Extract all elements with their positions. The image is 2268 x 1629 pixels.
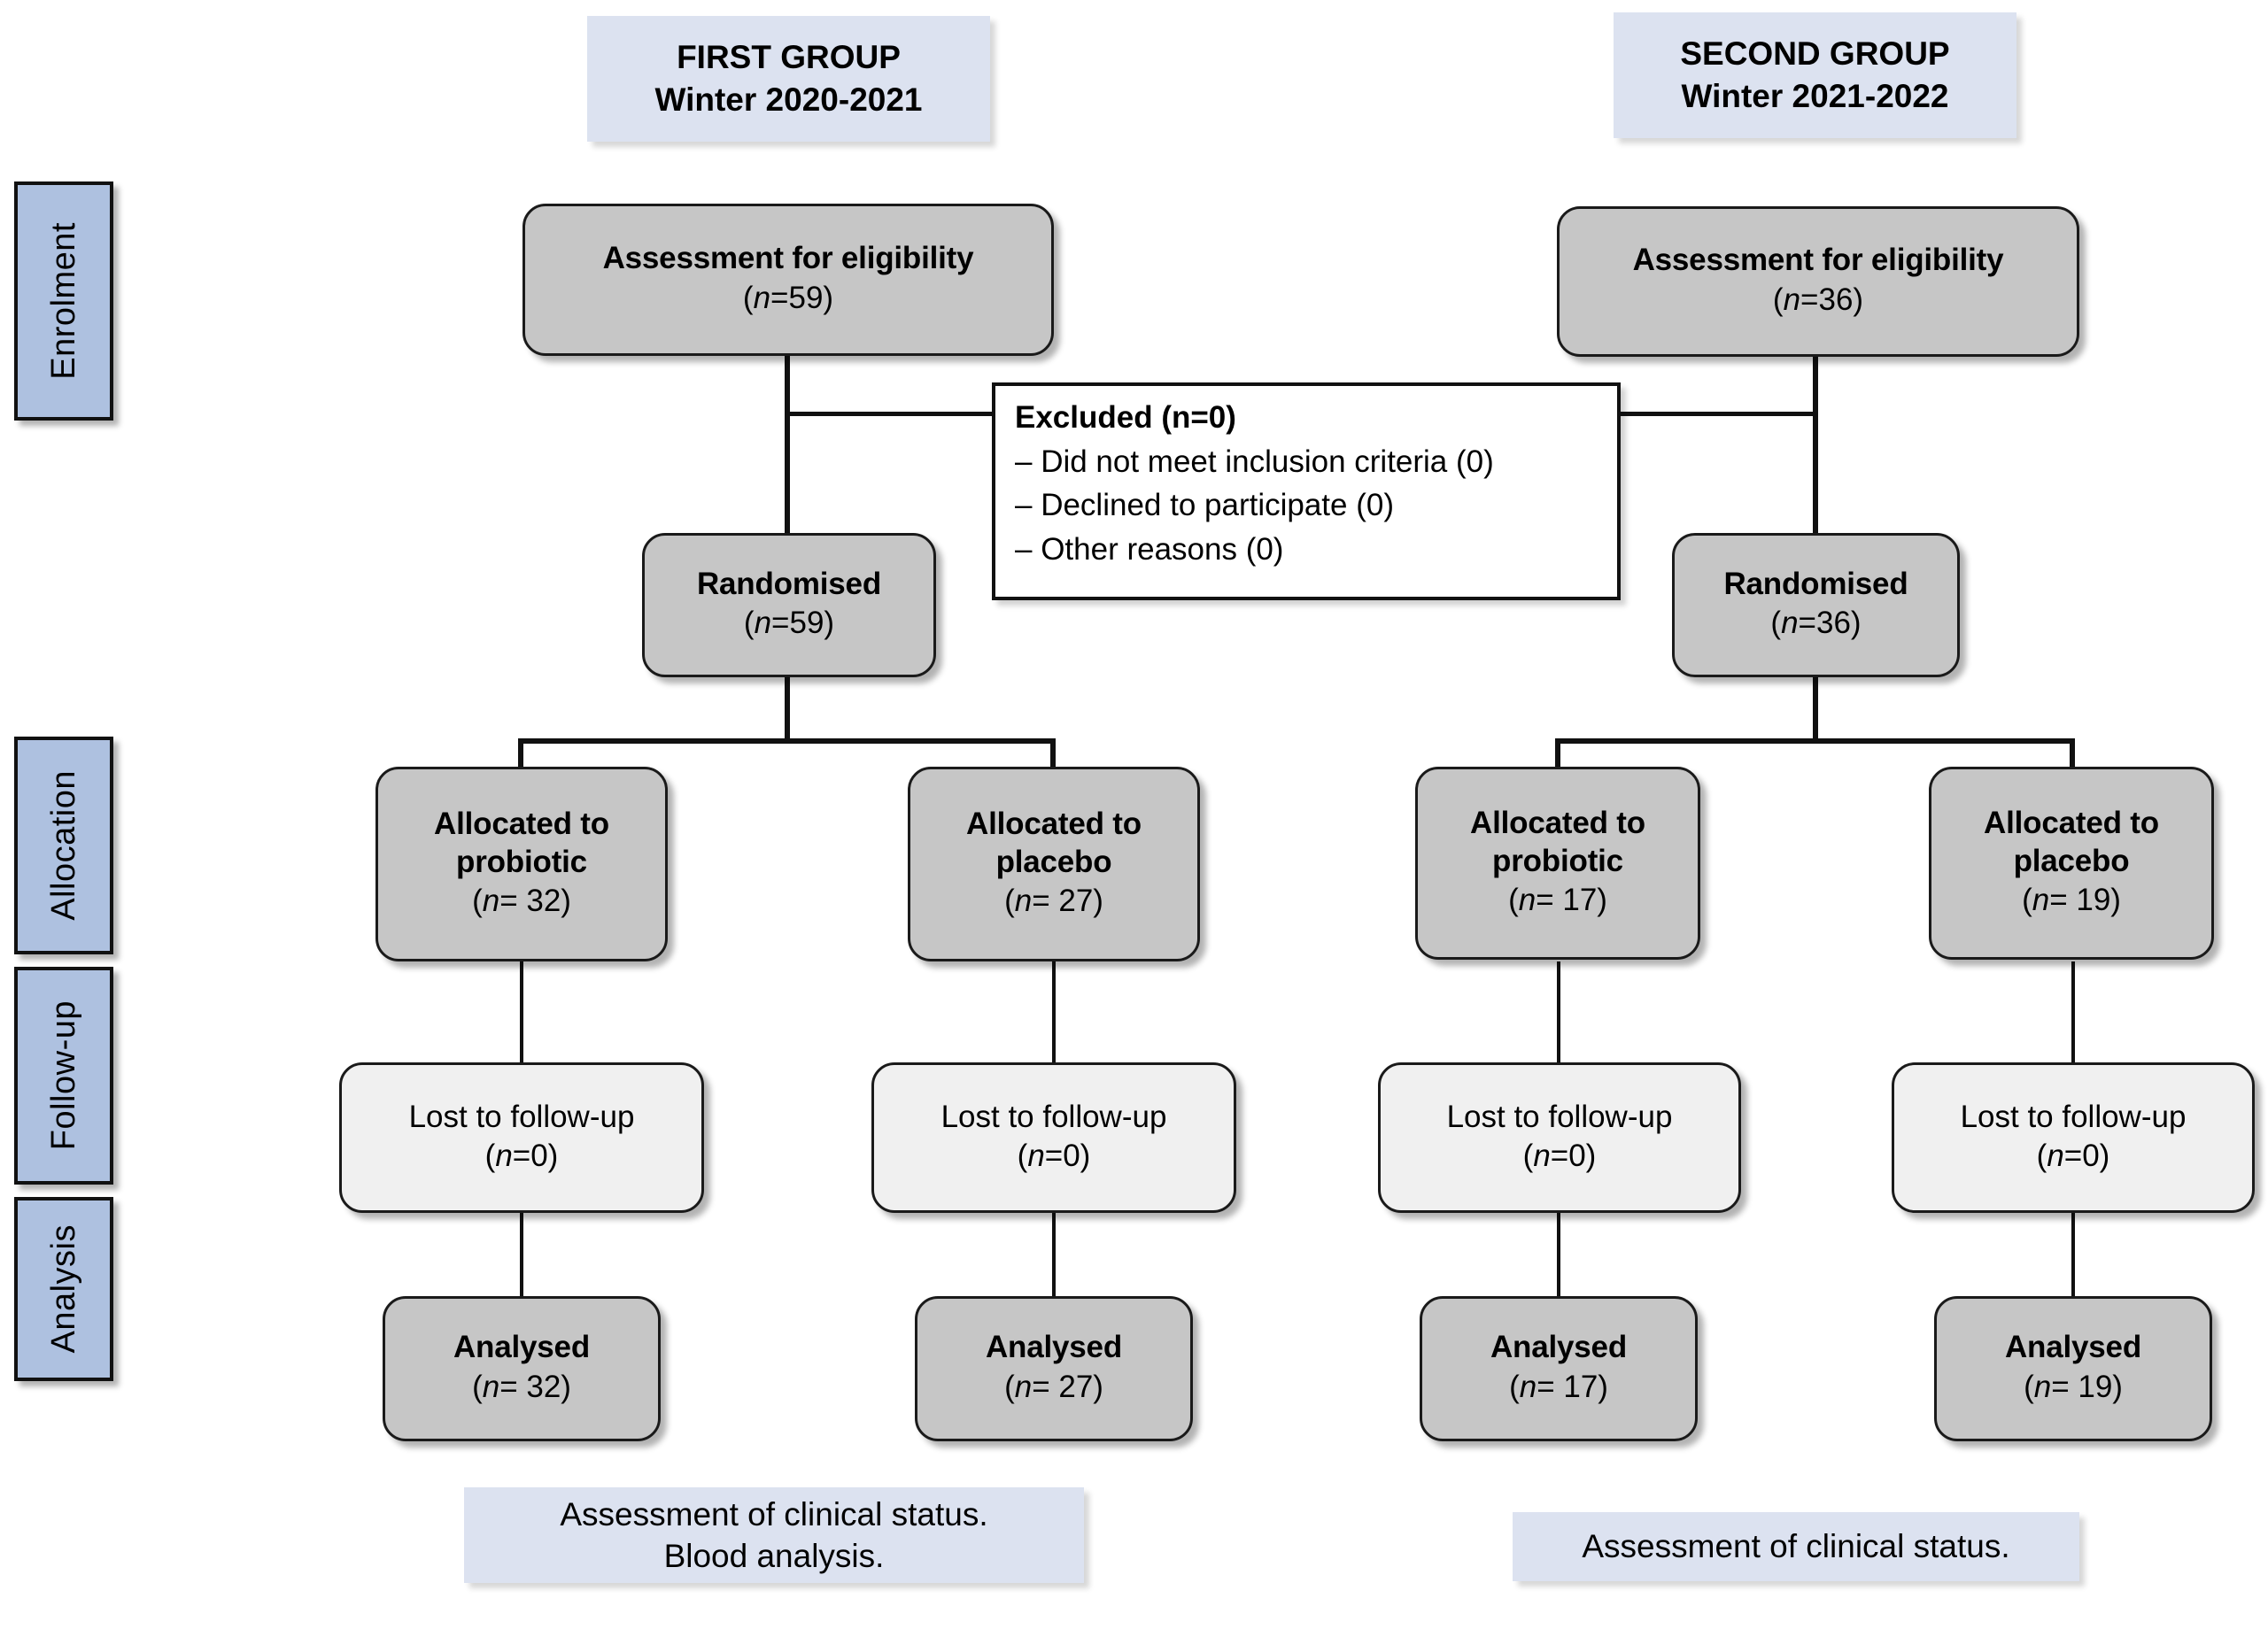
right-arm2-analysed-box: Analysed (n= 19)	[1934, 1296, 2212, 1441]
group-header-first-line2: Winter 2020-2021	[654, 81, 923, 118]
right-arm1-analysed-count: (n= 17)	[1509, 1369, 1608, 1404]
right-arm1-analysed-box: Analysed (n= 17)	[1420, 1296, 1698, 1441]
left-arm2-lost-box: Lost to follow-up (n=0)	[871, 1062, 1236, 1213]
left-arm1-analysed-box: Analysed (n= 32)	[383, 1296, 661, 1441]
right-arm2-analysed-count: (n= 19)	[2024, 1369, 2123, 1404]
left-arm1-lost-title: Lost to follow-up	[408, 1099, 635, 1134]
right-arm1-lost-box: Lost to follow-up (n=0)	[1378, 1062, 1741, 1213]
right-assessment-box: Assessment for eligibility (n=36)	[1557, 206, 2079, 357]
left-randomised-count: (n=59)	[743, 606, 835, 641]
right-footer-line1: Assessment of clinical status.	[1582, 1528, 2010, 1565]
right-footer-box: Assessment of clinical status.	[1513, 1512, 2079, 1581]
connector-left-arm1-alloc-to-lost	[520, 961, 523, 1064]
stage-label-follow-up-text: Follow-up	[44, 1000, 82, 1151]
group-header-second-line1: SECOND GROUP	[1680, 35, 1950, 72]
connector-left-arm2-alloc-to-lost	[1052, 961, 1056, 1064]
right-arm2-lost-box: Lost to follow-up (n=0)	[1892, 1062, 2255, 1213]
connector-left-arm1-lost-to-analysed	[520, 1211, 523, 1298]
connector-right-excluded-to-assessment	[1619, 412, 1818, 416]
right-randomised-title: Randomised	[1723, 566, 1908, 601]
left-footer-line1: Assessment of clinical status.	[560, 1495, 988, 1532]
left-arm1-allocation-box: Allocated to probiotic (n= 32)	[375, 767, 668, 961]
left-arm1-allocation-count: (n= 32)	[472, 884, 571, 919]
excluded-reason-2: – Declined to participate (0)	[1015, 488, 1394, 523]
left-footer-line2: Blood analysis.	[663, 1538, 885, 1574]
left-arm2-lost-title: Lost to follow-up	[940, 1099, 1167, 1134]
connector-right-arm2-down	[2070, 738, 2075, 768]
right-arm1-allocation-title-line2: probiotic	[1492, 843, 1623, 878]
right-arm1-lost-title: Lost to follow-up	[1446, 1099, 1673, 1134]
group-header-first: FIRST GROUP Winter 2020-2021	[587, 16, 990, 142]
stage-label-allocation: Allocation	[14, 737, 113, 954]
left-randomised-box: Randomised (n=59)	[642, 533, 936, 677]
excluded-box: Excluded (n=0) – Did not meet inclusion …	[992, 382, 1621, 600]
stage-label-allocation-text: Allocation	[44, 770, 82, 921]
right-arm1-lost-count: (n=0)	[1522, 1139, 1597, 1174]
connector-right-arm1-down	[1555, 738, 1560, 768]
connector-left-randomised-down	[785, 675, 790, 742]
right-assessment-title: Assessment for eligibility	[1632, 243, 2004, 278]
stage-label-analysis: Analysis	[14, 1197, 113, 1381]
right-randomised-count: (n=36)	[1770, 606, 1862, 641]
right-arm2-allocation-box: Allocated to placebo (n= 19)	[1929, 767, 2214, 960]
connector-right-arm1-lost-to-analysed	[1557, 1211, 1560, 1298]
right-arm2-lost-count: (n=0)	[2036, 1139, 2110, 1174]
left-arm1-lost-box: Lost to follow-up (n=0)	[339, 1062, 704, 1213]
excluded-title: Excluded (n=0)	[1015, 400, 1236, 435]
group-header-second: SECOND GROUP Winter 2021-2022	[1614, 12, 2016, 138]
left-assessment-title: Assessment for eligibility	[602, 241, 974, 276]
right-arm2-allocation-count: (n= 19)	[2022, 883, 2121, 918]
left-arm2-analysed-box: Analysed (n= 27)	[915, 1296, 1193, 1441]
stage-label-enrolment-text: Enrolment	[44, 222, 82, 380]
left-arm2-lost-count: (n=0)	[1017, 1139, 1091, 1174]
right-arm2-analysed-title: Analysed	[2004, 1330, 2142, 1365]
left-arm1-allocation-title-line2: probiotic	[456, 844, 587, 879]
left-arm1-analysed-title: Analysed	[453, 1330, 591, 1365]
right-arm1-analysed-title: Analysed	[1490, 1330, 1628, 1365]
excluded-reason-3: – Other reasons (0)	[1015, 532, 1284, 567]
right-arm1-allocation-count: (n= 17)	[1508, 883, 1607, 918]
right-randomised-box: Randomised (n=36)	[1672, 533, 1960, 677]
left-arm2-analysed-count: (n= 27)	[1004, 1369, 1103, 1404]
stage-label-analysis-text: Analysis	[44, 1224, 82, 1354]
connector-left-arm2-lost-to-analysed	[1052, 1211, 1056, 1298]
group-header-second-line2: Winter 2021-2022	[1681, 78, 1949, 114]
right-arm1-allocation-box: Allocated to probiotic (n= 17)	[1415, 767, 1700, 960]
right-arm2-allocation-title-line2: placebo	[2013, 843, 2130, 878]
connector-left-arm1-down	[518, 738, 523, 768]
left-assessment-count: (n=59)	[742, 280, 834, 315]
right-assessment-count: (n=36)	[1772, 282, 1864, 317]
left-arm2-allocation-title-line2: placebo	[995, 844, 1112, 879]
stage-label-enrolment: Enrolment	[14, 181, 113, 421]
connector-right-arm1-alloc-to-lost	[1557, 961, 1560, 1064]
right-arm2-lost-title: Lost to follow-up	[1960, 1099, 2187, 1134]
left-arm2-analysed-title: Analysed	[985, 1330, 1123, 1365]
connector-left-arm2-down	[1050, 738, 1056, 768]
connector-right-allocation-bar	[1555, 738, 2075, 744]
left-arm1-analysed-count: (n= 32)	[472, 1369, 571, 1404]
excluded-reason-1: – Did not meet inclusion criteria (0)	[1015, 444, 1494, 479]
left-arm2-allocation-title-line1: Allocated to	[966, 806, 1142, 841]
connector-right-arm2-lost-to-analysed	[2071, 1211, 2075, 1298]
left-arm2-allocation-box: Allocated to placebo (n= 27)	[908, 767, 1200, 961]
left-footer-box: Assessment of clinical status. Blood ana…	[464, 1487, 1084, 1583]
right-arm1-allocation-title-line1: Allocated to	[1470, 805, 1645, 840]
left-arm2-allocation-count: (n= 27)	[1004, 884, 1103, 919]
connector-left-assessment-to-randomised	[785, 352, 790, 535]
group-header-first-line1: FIRST GROUP	[677, 38, 901, 75]
stage-label-follow-up: Follow-up	[14, 967, 113, 1185]
right-arm2-allocation-title-line1: Allocated to	[1984, 805, 2159, 840]
connector-right-assessment-to-randomised	[1813, 352, 1818, 535]
left-assessment-box: Assessment for eligibility (n=59)	[522, 204, 1054, 356]
connector-right-randomised-down	[1813, 675, 1818, 742]
left-randomised-title: Randomised	[696, 566, 882, 601]
connector-left-allocation-bar	[518, 738, 1056, 744]
left-arm1-lost-count: (n=0)	[484, 1139, 559, 1174]
left-arm1-allocation-title-line1: Allocated to	[434, 806, 609, 841]
connector-right-arm2-alloc-to-lost	[2071, 961, 2075, 1064]
connector-left-assessment-to-excluded	[785, 412, 994, 416]
